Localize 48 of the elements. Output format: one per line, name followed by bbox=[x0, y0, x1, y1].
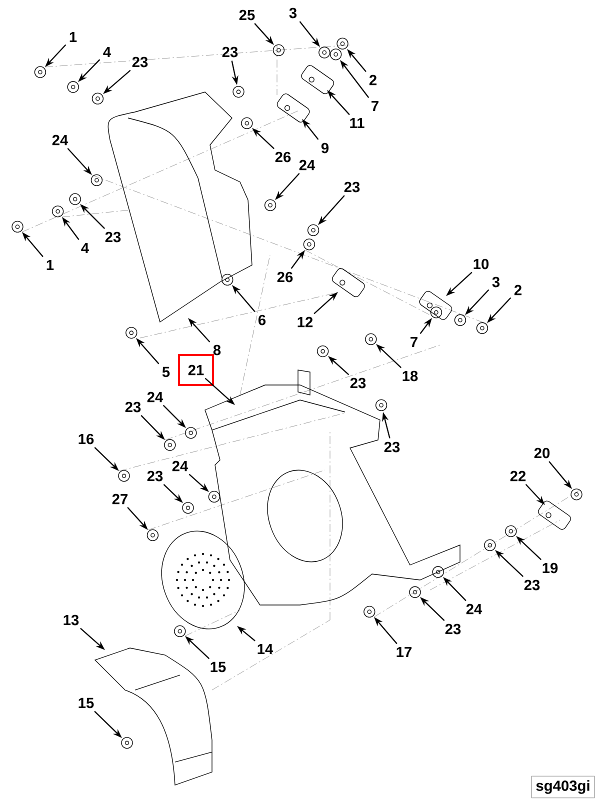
callout-number: 19 bbox=[542, 562, 558, 574]
callout-number: 1 bbox=[70, 32, 77, 42]
callout-number: 9 bbox=[321, 142, 329, 154]
callout-number: 17 bbox=[396, 646, 412, 658]
callout-number: 12 bbox=[298, 316, 313, 328]
callout-number: 7 bbox=[410, 336, 418, 348]
callout-number: 23 bbox=[125, 402, 141, 412]
callout-number: 14 bbox=[258, 644, 274, 654]
callout-number: 8 bbox=[213, 344, 221, 356]
callout-number: 24 bbox=[172, 460, 188, 472]
callout-number: 23 bbox=[350, 378, 366, 388]
callout-number: 26 bbox=[277, 272, 293, 282]
callout-number: 18 bbox=[402, 370, 418, 382]
callout-number: 23 bbox=[222, 46, 238, 58]
callout-number: 7 bbox=[372, 100, 378, 112]
callout-number: 10 bbox=[474, 258, 489, 270]
callout-number: 13 bbox=[64, 614, 79, 626]
callout-number: 1 bbox=[46, 260, 54, 270]
callout-number: 15 bbox=[78, 698, 94, 708]
callout-number: 21 bbox=[188, 364, 204, 376]
callout-number: 27 bbox=[112, 494, 128, 504]
callout-number: 2 bbox=[369, 74, 376, 86]
callout-number: 15 bbox=[210, 662, 226, 672]
callout-number: 24 bbox=[299, 160, 316, 170]
callout-number: 23 bbox=[105, 232, 121, 242]
callout-number: 23 bbox=[445, 624, 461, 634]
callout-number: 3 bbox=[492, 276, 500, 288]
callout-number: 16 bbox=[78, 434, 94, 444]
callout-number: 5 bbox=[162, 366, 170, 378]
callout-number: 3 bbox=[289, 8, 297, 18]
callout-number: 20 bbox=[534, 448, 550, 458]
callout-number: 2 bbox=[514, 284, 522, 296]
callout-number: 24 bbox=[466, 604, 482, 614]
callout-number: 26 bbox=[275, 152, 291, 162]
drawing-code: sg403gi bbox=[531, 776, 595, 798]
callout-number: 24 bbox=[52, 134, 68, 146]
callout-number: 25 bbox=[239, 10, 255, 20]
callout-number: 23 bbox=[384, 442, 400, 452]
callout-number: 11 bbox=[350, 118, 364, 128]
callout-number: 4 bbox=[81, 242, 89, 254]
callout-number: 4 bbox=[103, 46, 111, 58]
callout-number: 23 bbox=[132, 56, 148, 68]
callout-number: 22 bbox=[510, 470, 526, 482]
callout-number: 24 bbox=[147, 392, 164, 402]
callout-number: 6 bbox=[258, 314, 266, 326]
callout-number: 23 bbox=[524, 580, 540, 590]
callout-number: 23 bbox=[344, 182, 360, 192]
callout-number: 23 bbox=[147, 470, 163, 482]
